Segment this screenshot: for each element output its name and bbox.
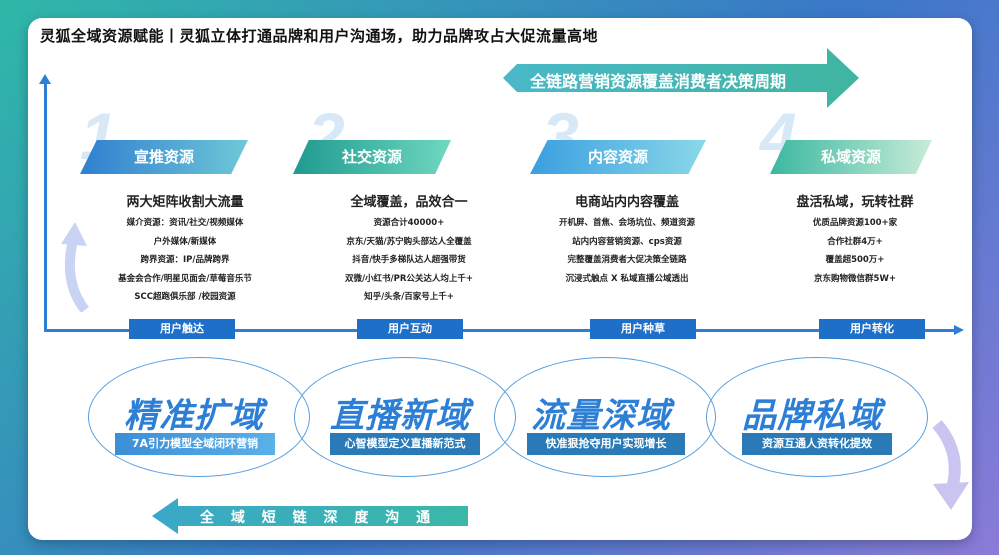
banner-content-resources: 内容资源 xyxy=(530,140,706,174)
column-2-heading: 全域覆盖，品效合一 xyxy=(350,195,468,210)
column-1-item: SCC超跑俱乐部 /校园资源 xyxy=(134,292,236,302)
domain-brand-private: 品牌私域 xyxy=(742,396,882,436)
banner-private-resources: 私域资源 xyxy=(770,140,932,174)
curved-up-arrow-icon xyxy=(61,222,90,312)
bottom-arrow-shape xyxy=(152,498,468,534)
column-3-list: 开机屏、首焦、会场坑位、频道资源 站内内容营销资源、cps资源 完整覆盖消费者大… xyxy=(527,214,727,288)
column-1-item: 跨界资源：IP/品牌跨界 xyxy=(140,255,230,265)
column-4-heading: 盘活私域，玩转社群 xyxy=(796,195,914,210)
column-4-item: 覆盖超500万+ xyxy=(825,255,885,265)
bottom-arrow-label: 全 域 短 链 深 度 沟 通 xyxy=(200,510,437,526)
column-2-item: 京东/天猫/苏宁购头部达人全覆盖 xyxy=(346,236,472,247)
stage-user-reach: 用户触达 xyxy=(129,319,235,339)
column-3-item: 沉浸式触点 X 私域直播公域透出 xyxy=(565,273,689,284)
column-1-item: 户外媒体/新媒体 xyxy=(153,236,217,247)
curved-down-arrow-icon xyxy=(932,420,969,510)
page-title: 灵狐全域资源赋能丨灵狐立体打通品牌和用户沟通场，助力品牌攻占大促流量高地 xyxy=(40,27,599,45)
column-1-item: 基金会合作/明星见面会/草莓音乐节 xyxy=(118,273,252,284)
column-1-item: 媒介资源：资讯/社交/视频媒体 xyxy=(126,218,244,228)
domain-tag-3: 快准狠抢夺用户实现增长 xyxy=(527,433,685,455)
top-arrow-label: 全链路营销资源覆盖消费者决策周期 xyxy=(530,72,787,89)
column-1-list: 媒介资源：资讯/社交/视频媒体 户外媒体/新媒体 跨界资源：IP/品牌跨界 基金… xyxy=(85,214,285,307)
column-4-list: 优质品牌资源100+家 合作社群4万+ 覆盖超500万+ 京东购物微信群5W+ xyxy=(755,214,955,288)
column-4-item: 京东购物微信群5W+ xyxy=(814,273,896,284)
domain-traffic-deep: 流量深域 xyxy=(531,396,671,436)
column-3-item: 站内内容营销资源、cps资源 xyxy=(572,236,682,247)
column-2-list: 资源合计40000+ 京东/天猫/苏宁购头部达人全覆盖 抖音/快手多梯队达人超强… xyxy=(309,214,509,307)
x-axis-line xyxy=(44,329,956,332)
column-3-item: 完整覆盖消费者大促决策全链路 xyxy=(567,255,687,265)
stage-user-conversion: 用户转化 xyxy=(819,319,925,339)
banner-social-resources: 社交资源 xyxy=(293,140,451,174)
column-4-item: 优质品牌资源100+家 xyxy=(812,218,898,228)
domain-tag-4: 资源互通人资转化提效 xyxy=(742,433,892,455)
column-3-item: 开机屏、首焦、会场坑位、频道资源 xyxy=(558,218,695,228)
domain-tag-2: 心智模型定义直播新范式 xyxy=(330,433,480,455)
top-arrow-shape xyxy=(503,48,859,108)
y-axis-line xyxy=(44,80,47,332)
domain-live-new: 直播新域 xyxy=(330,396,470,436)
column-1-heading: 两大矩阵收割大流量 xyxy=(126,195,244,210)
column-2-item: 抖音/快手多梯队达人超强带货 xyxy=(352,255,466,265)
column-3-heading: 电商站内内容覆盖 xyxy=(574,195,679,210)
column-4-item: 合作社群4万+ xyxy=(827,236,883,247)
column-2-item: 知乎/头条/百家号上千+ xyxy=(364,292,454,302)
stage-user-interaction: 用户互动 xyxy=(357,319,463,339)
x-axis-arrowhead xyxy=(954,325,964,335)
stage-user-seeding: 用户种草 xyxy=(590,319,696,339)
column-2-item: 双微/小红书/PR公关达人均上千+ xyxy=(344,273,474,284)
y-axis-arrowhead xyxy=(39,74,51,84)
column-2-item: 资源合计40000+ xyxy=(373,218,445,228)
banner-promo-resources: 宣推资源 xyxy=(80,140,248,174)
domain-precise-expansion: 精准扩域 xyxy=(124,396,264,436)
domain-tag-1: 7A引力模型全域闭环营销 xyxy=(115,433,275,455)
domain-ellipse-4 xyxy=(706,357,928,477)
